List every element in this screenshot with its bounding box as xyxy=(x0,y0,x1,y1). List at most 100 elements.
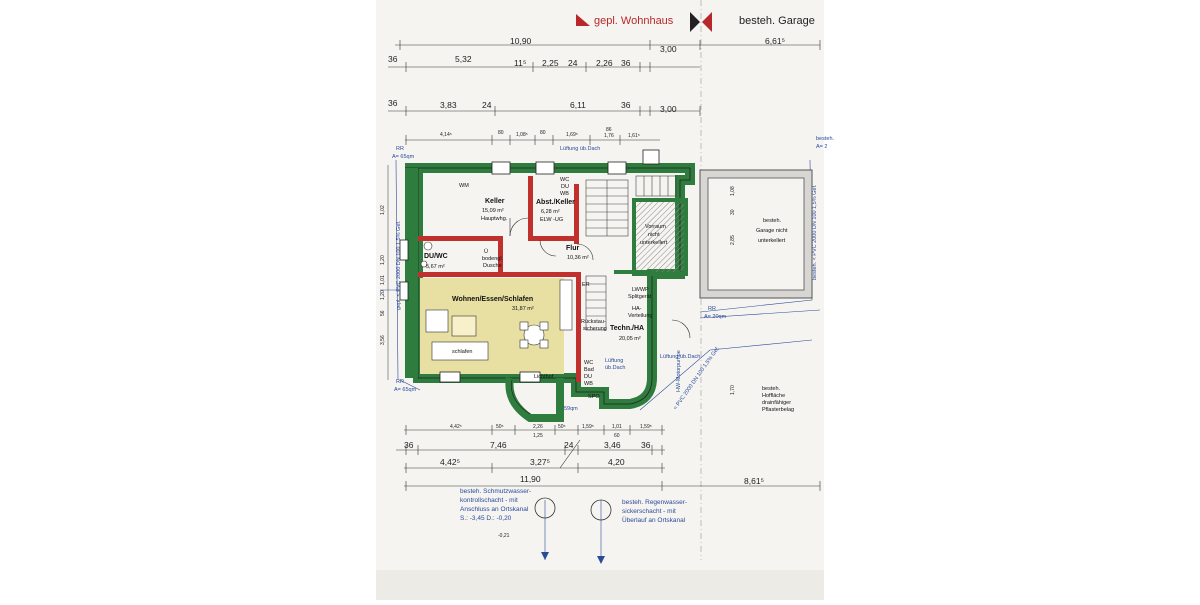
keller-area: 15,09 m² xyxy=(482,208,504,214)
dim-r2-4: 24 xyxy=(568,58,578,68)
existing-garage-label: besteh. Garage xyxy=(739,15,815,27)
abst-keller-name: Abst./Keller xyxy=(536,199,575,206)
furniture xyxy=(420,241,573,361)
dim-top-2: 3,00 xyxy=(660,44,677,54)
rr-right-top: A= 2 xyxy=(816,144,827,150)
note-left-4: S.: -3,45 D.: -0,20 xyxy=(460,515,512,522)
dim-r3-1: 3,83 xyxy=(440,100,457,110)
ruckstau-1: Rückstau- xyxy=(581,319,606,325)
techn-tag2: Splitgerät xyxy=(628,294,652,300)
flur-name: Flur xyxy=(566,245,579,252)
dim-r4-1: 80 xyxy=(498,130,504,136)
windows xyxy=(399,149,660,383)
left-dim-0: 1,02 xyxy=(380,205,386,215)
abst-keller-sub: ELW -UG xyxy=(540,217,563,223)
vorraum-box xyxy=(632,198,688,276)
section-arrow-icon xyxy=(576,0,712,560)
luftung-mid-1: Lüftung xyxy=(605,358,623,364)
note-right-3: Überlauf an Ortskanal xyxy=(622,516,686,524)
small-area-label: 59qm xyxy=(564,406,578,412)
dim-r4-6: 1,76 xyxy=(604,133,614,139)
besteh-right-label: besteh. xyxy=(816,136,835,142)
duwc-note2: Dusche xyxy=(483,263,502,269)
dim-b3-2: 4,20 xyxy=(608,457,625,467)
area-top-left: A= 65qm xyxy=(392,154,415,160)
left-dim-2: 1,01 xyxy=(380,275,386,285)
wohnen-area: 31,87 m² xyxy=(512,306,534,312)
note-left-1: besteh. Schmutzwasser- xyxy=(460,488,531,495)
dim-b1-8: 1,59⁵ xyxy=(640,424,652,430)
dim-r2-3: 2,25 xyxy=(542,58,559,68)
luftung-mid-2: üb.Dach xyxy=(605,365,626,371)
right-dim-1: 30 xyxy=(730,209,736,215)
dim-r2-5: 2,26 xyxy=(596,58,613,68)
abst-tag-du: DU xyxy=(561,184,569,190)
dim-top-3: 6,61⁵ xyxy=(765,36,785,46)
dim-b1-7: 60 xyxy=(614,433,620,439)
pvc-left-label: gepl. < PVC 2000 DN 100 1,5% Gef. xyxy=(396,220,402,310)
doors xyxy=(509,217,691,339)
lichthof-label: Lichthof xyxy=(534,374,554,380)
hof-1: besteh. xyxy=(762,386,781,392)
dim-r4-5: 86 xyxy=(606,127,612,133)
wohnen-bed: schlafen xyxy=(452,349,473,355)
dim-b4-0: 11,90 xyxy=(520,474,541,484)
dim-r3-3: 6,11 xyxy=(570,100,586,110)
garage-label-3: unterkellert xyxy=(758,238,786,244)
dim-b4-1: 8,61⁵ xyxy=(744,476,764,486)
wcbed-wb: WB xyxy=(584,381,593,387)
rr-right: RR xyxy=(708,306,716,312)
pvc-right-label: besteh. < PVC 2000 DN 100 1,5% Gef. xyxy=(812,184,818,280)
dim-r2-2: 11⁵ xyxy=(514,58,526,68)
interior-walls xyxy=(418,176,581,382)
duwc-area: 5,67 m² xyxy=(426,264,445,270)
garage-label-2: Garage nicht xyxy=(756,228,788,234)
hw-motorpumpe-label: HW-Motorpumpe xyxy=(676,350,682,392)
area-right: A= 20qm xyxy=(704,314,727,320)
keller-name: Keller xyxy=(485,198,505,205)
garage-label-1: besteh. xyxy=(763,218,782,224)
vorraum-sub2: unterkellert xyxy=(640,240,668,246)
techn-area: 20,05 m² xyxy=(619,336,641,342)
duwc-note1: bodengl. xyxy=(482,256,504,262)
vorraum-name: Vorraum xyxy=(645,224,666,230)
dim-r3-5: 3,00 xyxy=(660,104,677,114)
lichthof-outline xyxy=(505,377,564,422)
dim-r2-1: 5,32 xyxy=(455,54,472,64)
dim-r3-0: 36 xyxy=(388,98,398,108)
duwc-prefix: Ü xyxy=(484,248,488,255)
luftung-top-label: Lüftung üb.Dach xyxy=(560,146,600,152)
note-left-3: Anschluss an Ortskanal xyxy=(460,506,529,513)
dim-b1-1: 50⁵ xyxy=(496,424,504,430)
hof-4: Pflasterbelag xyxy=(762,407,794,413)
abst-keller-area: 6,28 m² xyxy=(541,209,560,215)
techn-ha2: Verteilung xyxy=(628,313,652,319)
dim-r2-6: 36 xyxy=(621,58,631,68)
dim-r2-0: 36 xyxy=(388,54,398,64)
dim-r4-0: 4,14⁵ xyxy=(440,132,452,138)
right-dim-2: 2,85 xyxy=(730,235,736,245)
hof-3: drainfähiger xyxy=(762,400,791,406)
er-label: ER xyxy=(582,282,590,288)
dim-b1-4: 50⁵ xyxy=(558,424,566,430)
left-dim-4: 56 xyxy=(380,310,386,316)
dim-b1-3: 1,25 xyxy=(533,433,543,439)
abst-tag-wc: WC xyxy=(560,177,569,183)
dim-b1-2: 2,26 xyxy=(533,424,543,430)
level-label: -0,21 xyxy=(498,533,510,539)
flur-area: 10,36 m² xyxy=(567,255,589,261)
dim-b1-5: 1,59⁵ xyxy=(582,424,594,430)
right-dim-3: 1,70 xyxy=(730,385,736,395)
dim-r4-2: 1,08⁵ xyxy=(516,132,528,138)
left-dim-5: 3,56 xyxy=(380,335,386,345)
left-dim-1: 1,20 xyxy=(380,255,386,265)
spo-label: SPO xyxy=(588,394,600,400)
hof-2: Hoffläche xyxy=(762,393,785,399)
techn-tag1: LWWP xyxy=(632,287,649,293)
luftung-right: Lüftung üb.Dach xyxy=(660,354,700,360)
dim-r4-4: 1,69⁵ xyxy=(566,132,578,138)
wcbed-wc: WC xyxy=(584,360,593,366)
manhole-icons xyxy=(534,497,612,564)
